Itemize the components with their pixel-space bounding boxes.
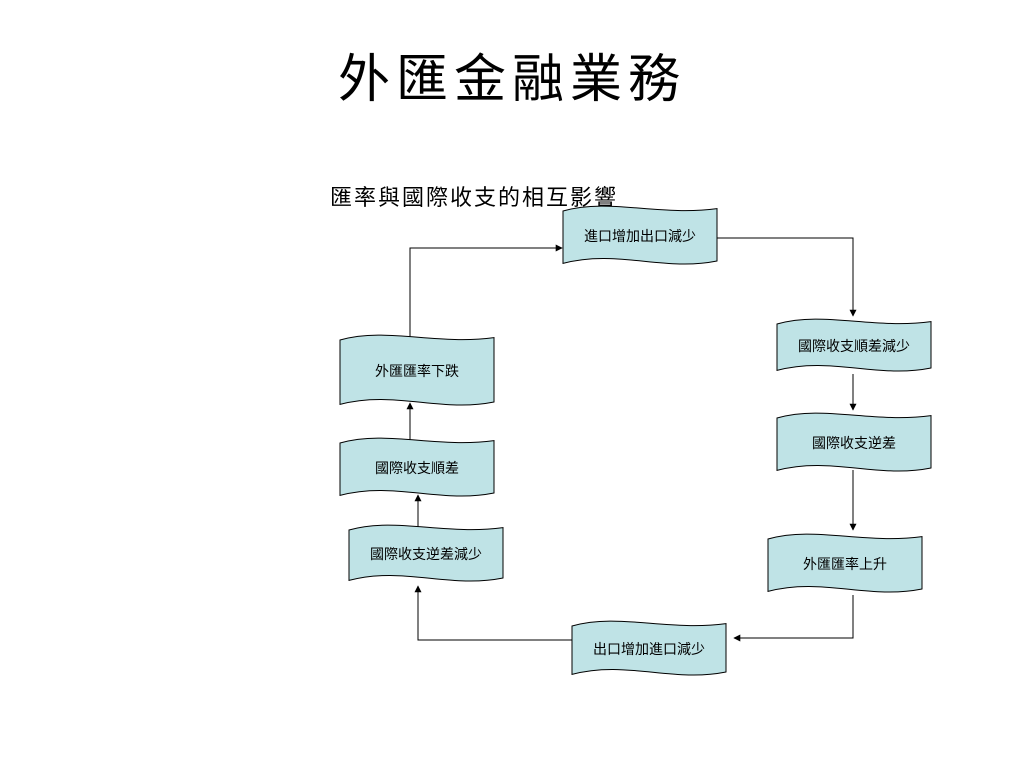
arrow-n4-to-n5 xyxy=(733,595,854,642)
flow-node-n5: 出口增加進口減少 xyxy=(571,620,727,676)
flow-node-shape xyxy=(339,334,495,406)
flow-node-shape xyxy=(339,437,495,497)
flow-node-n6: 國際收支逆差減少 xyxy=(348,524,504,582)
flow-node-shape xyxy=(348,524,504,582)
flow-node-shape xyxy=(571,620,727,676)
flow-node-label: 國際收支順差 xyxy=(375,461,459,477)
arrow-n1-to-n2 xyxy=(717,237,857,317)
slide-subtitle: 匯率與國際收支的相互影響 xyxy=(330,186,619,211)
flow-node-n2: 國際收支順差減少 xyxy=(776,318,932,372)
slide-title: 外匯金融業務 xyxy=(337,50,686,110)
flow-node-shape xyxy=(776,318,932,372)
arrow-n8-to-n1 xyxy=(409,244,563,337)
flow-node-label: 國際收支逆差減少 xyxy=(370,546,482,563)
flow-node-label: 外匯匯率上升 xyxy=(803,556,887,573)
flow-node-n1: 進口增加出口減少 xyxy=(562,205,718,265)
flow-node-label: 進口增加出口減少 xyxy=(584,228,696,245)
flow-node-n3: 國際收支逆差 xyxy=(776,412,932,472)
flow-node-n7: 國際收支順差 xyxy=(339,437,495,497)
flow-node-shape xyxy=(767,533,923,593)
flow-node-label: 外匯匯率下跌 xyxy=(375,363,459,380)
flow-node-label: 國際收支順差減少 xyxy=(798,338,910,355)
flow-node-shape xyxy=(776,412,932,472)
flow-node-n8: 外匯匯率下跌 xyxy=(339,334,495,406)
flow-node-label: 出口增加進口減少 xyxy=(593,641,705,658)
flow-node-shape xyxy=(562,205,718,265)
flow-node-label: 國際收支逆差 xyxy=(812,436,896,452)
flow-node-n4: 外匯匯率上升 xyxy=(767,533,923,593)
arrow-n5-to-n6 xyxy=(414,585,572,641)
